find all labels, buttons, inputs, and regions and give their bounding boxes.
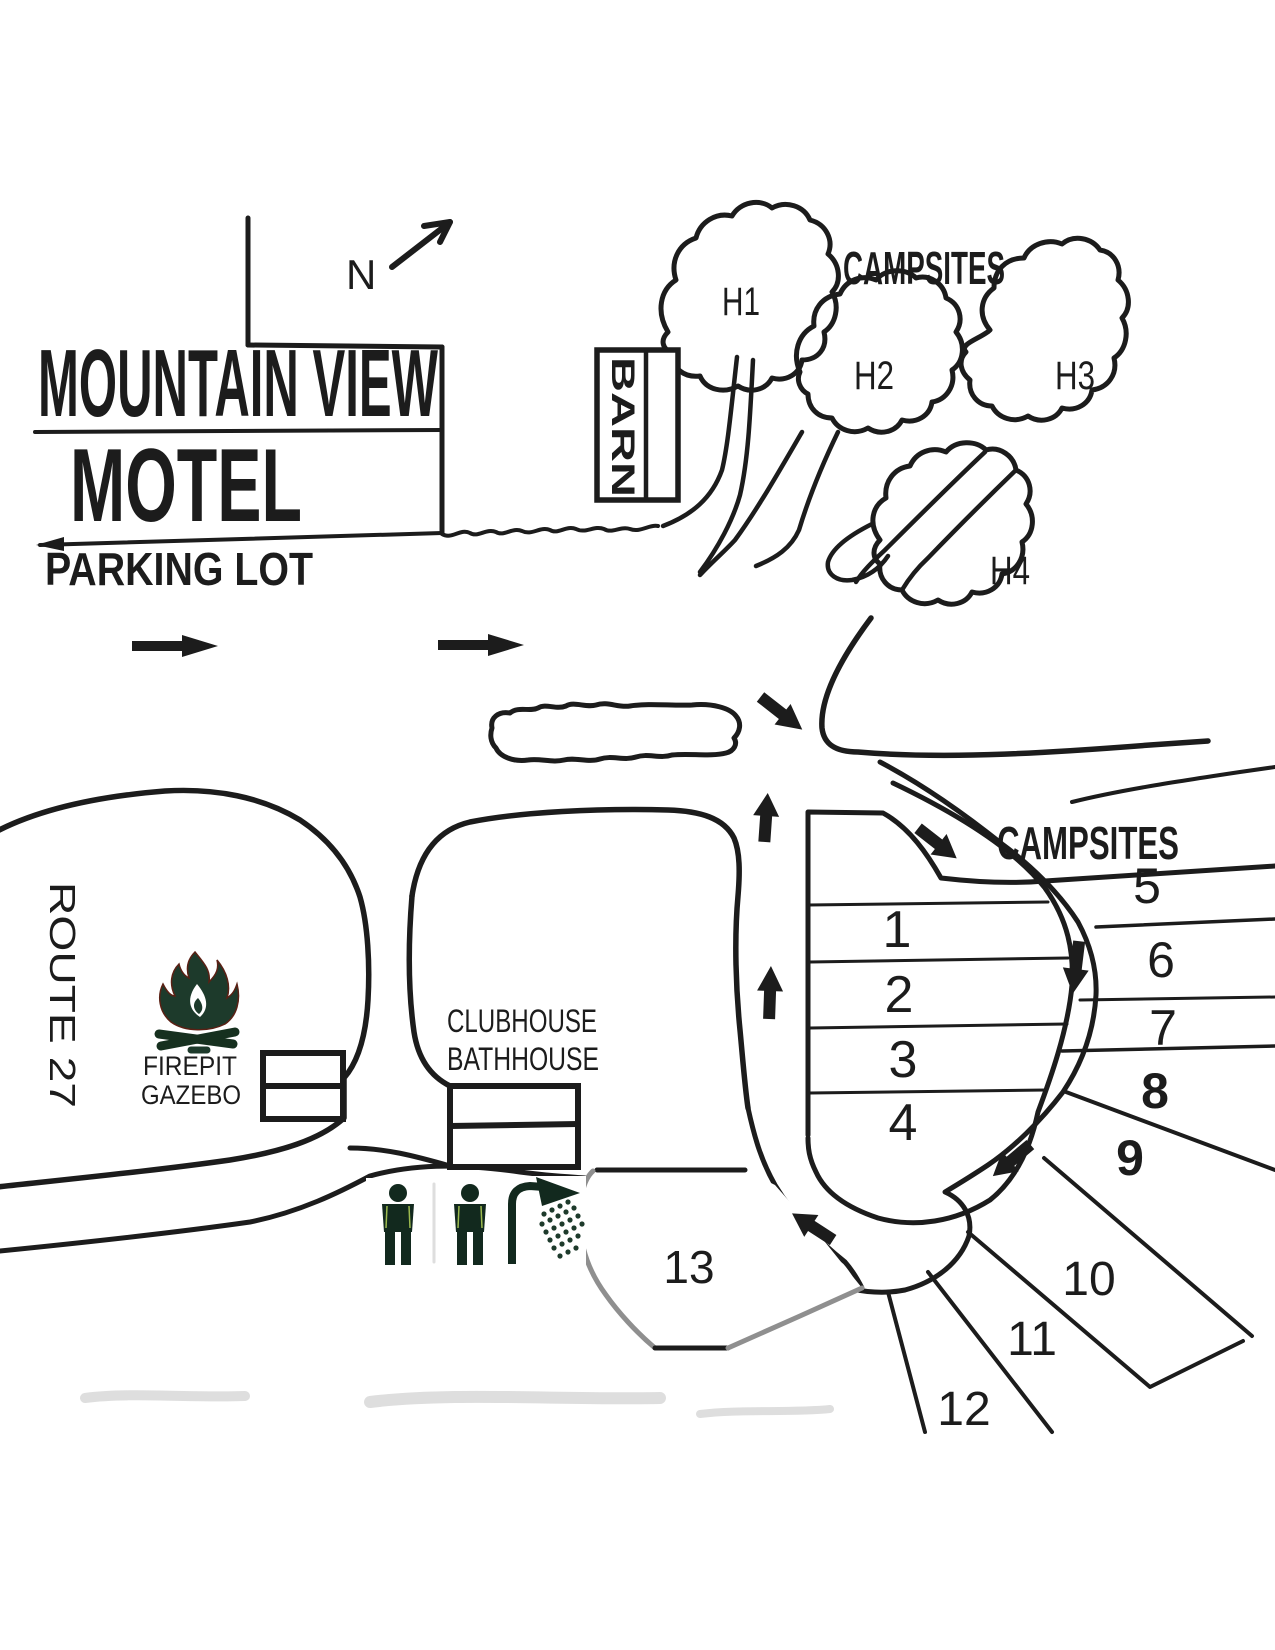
campsite-2-label: 2 <box>885 966 914 1024</box>
campsite-7-label: 7 <box>1149 1000 1177 1056</box>
campsite-3-label: 3 <box>889 1031 918 1089</box>
campsite-h3-area <box>853 235 1131 593</box>
barn-label: BARN <box>605 357 641 497</box>
firepit-label: FIREPIT <box>143 1051 237 1081</box>
shower-icon <box>508 1177 585 1264</box>
loop-up-arrow <box>753 793 780 843</box>
center-island-outline <box>488 701 743 764</box>
gazebo-structure <box>260 1050 346 1122</box>
campsites-north-label: CAMPSITES <box>843 242 1005 294</box>
right-campsite-dividers <box>886 917 1275 1434</box>
campsite-5-label: 5 <box>1133 858 1161 914</box>
campsite-4-label: 4 <box>889 1094 918 1152</box>
barn-building: BARN <box>594 347 681 503</box>
parking-line-arrowhead <box>36 537 64 551</box>
campsite-13-label: 13 <box>663 1241 714 1293</box>
loop-up-arrow <box>757 966 784 1020</box>
campsite-h4-area <box>825 440 1035 607</box>
bottom-road-edge <box>0 1163 588 1254</box>
loop-exit-arrow <box>792 1213 837 1246</box>
bathhouse-label: BATHHOUSE <box>447 1041 599 1077</box>
main-road-edges <box>819 615 1275 804</box>
campsite-11-label: 11 <box>1007 1313 1057 1366</box>
campsite-h3-label: H3 <box>1055 354 1095 398</box>
campsite-13-area <box>577 1167 865 1351</box>
motel-building-outline <box>33 342 660 551</box>
campsite-h1-area <box>658 199 841 575</box>
campsite-10-label: 10 <box>1062 1253 1115 1306</box>
campsite-8-label: 8 <box>1141 1063 1169 1119</box>
campsite-h1-label: H1 <box>722 280 760 324</box>
campsite-6-label: 6 <box>1147 932 1175 988</box>
direction-arrows <box>132 634 1089 1246</box>
north-indicator <box>245 215 453 348</box>
route27-island-outline <box>0 787 372 1190</box>
bathhouse-island-outline <box>347 806 751 1169</box>
loop-downleft-arrow <box>992 1139 1035 1177</box>
mens-restroom-icon <box>454 1184 486 1265</box>
campsite-1-label: 1 <box>883 901 912 959</box>
hand-drawn-boundary <box>440 523 660 538</box>
campfire-icon <box>154 950 240 1054</box>
parking-flow-arrow <box>132 635 218 657</box>
campsite-h4-label: H4 <box>990 549 1030 593</box>
clubhouse-bathhouse-building <box>447 1083 581 1170</box>
loop-entry-arrow <box>756 692 803 730</box>
north-arrow-icon <box>389 219 453 270</box>
loop-down-arrow <box>1062 940 1089 994</box>
mens-restroom-icon <box>382 1184 414 1265</box>
restroom-icons <box>366 1176 586 1270</box>
loop-right-entry-arrow <box>914 823 957 859</box>
parking-lot-label: PARKING LOT <box>45 543 313 595</box>
motel-title-line1: MOUNTAIN VIEW <box>38 330 438 437</box>
parking-flow-arrow <box>438 634 524 656</box>
north-label: N <box>346 251 376 298</box>
clubhouse-label: CLUBHOUSE <box>447 1003 597 1039</box>
gazebo-label: GAZEBO <box>141 1080 241 1110</box>
campsite-h2-label: H2 <box>854 354 894 398</box>
campsites-east-label: CAMPSITES <box>997 817 1179 869</box>
scan-artifacts <box>80 1390 834 1418</box>
campsite-9-label: 9 <box>1116 1130 1144 1186</box>
route-27-label: ROUTE 27 <box>42 882 83 1108</box>
motel-title-line2: MOTEL <box>70 428 302 544</box>
campsite-12-label: 12 <box>937 1383 990 1436</box>
